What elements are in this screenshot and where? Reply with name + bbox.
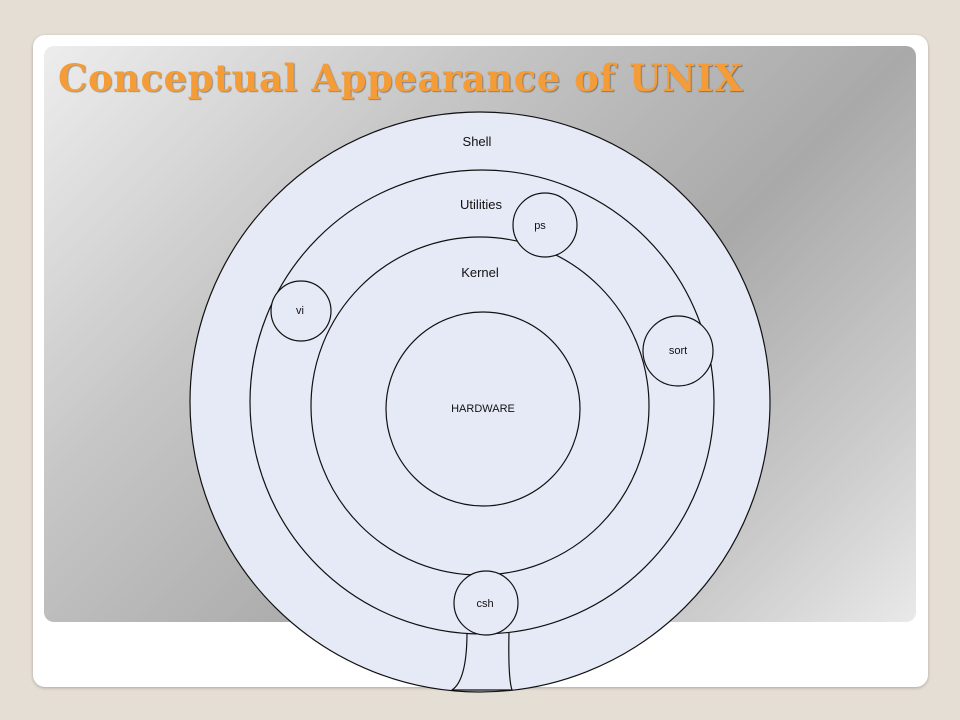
- ps-bubble: [512, 192, 578, 258]
- ps-label: ps: [534, 220, 546, 232]
- vi-bubble: [270, 280, 332, 342]
- hardware-label: HARDWARE: [451, 403, 515, 415]
- hardware-core: [385, 311, 581, 507]
- utilities-label: Utilities: [460, 197, 502, 212]
- slide-title: Conceptual Appearance of UNIX: [58, 56, 744, 100]
- sort-label: sort: [669, 345, 687, 357]
- csh-connector: [450, 631, 513, 691]
- csh-bubble: [453, 570, 519, 636]
- kernel-label: Kernel: [461, 265, 499, 280]
- shell-label: Shell: [463, 134, 492, 149]
- vi-label: vi: [296, 305, 304, 317]
- sort-bubble: [642, 315, 714, 387]
- csh-label: csh: [476, 598, 493, 610]
